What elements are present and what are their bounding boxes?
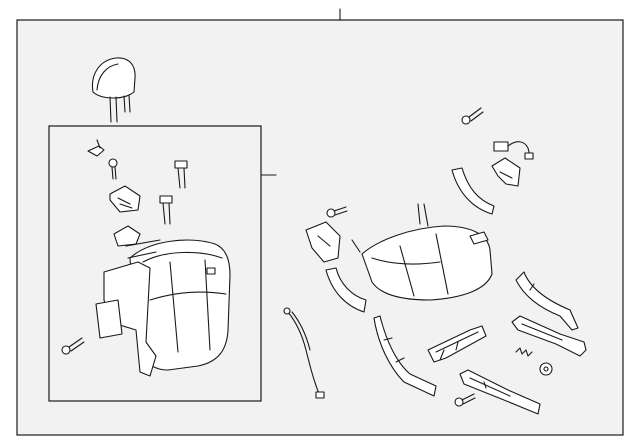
seat-back-icon xyxy=(95,239,231,377)
track-icon xyxy=(515,271,579,331)
clip-icon xyxy=(87,139,105,157)
shield-icon xyxy=(325,267,367,313)
cable-icon xyxy=(283,307,325,399)
bolt-icon xyxy=(61,337,85,355)
track-icon xyxy=(459,369,541,415)
guide-icon xyxy=(159,160,188,225)
spring-icon xyxy=(515,347,533,357)
grommet-icon xyxy=(539,362,553,376)
lever-icon xyxy=(511,315,587,357)
headrest-icon xyxy=(91,57,136,123)
track-icon xyxy=(373,315,437,397)
shield-icon xyxy=(491,157,521,187)
cover-icon xyxy=(305,206,348,263)
bracket-icon xyxy=(451,167,495,215)
bolt-icon xyxy=(461,107,484,125)
screw-icon xyxy=(108,158,118,180)
connector-icon xyxy=(493,141,534,160)
cover-icon xyxy=(427,325,487,363)
bolt-icon xyxy=(454,393,476,407)
cover-icon xyxy=(109,185,141,247)
cushion-icon xyxy=(351,203,493,301)
